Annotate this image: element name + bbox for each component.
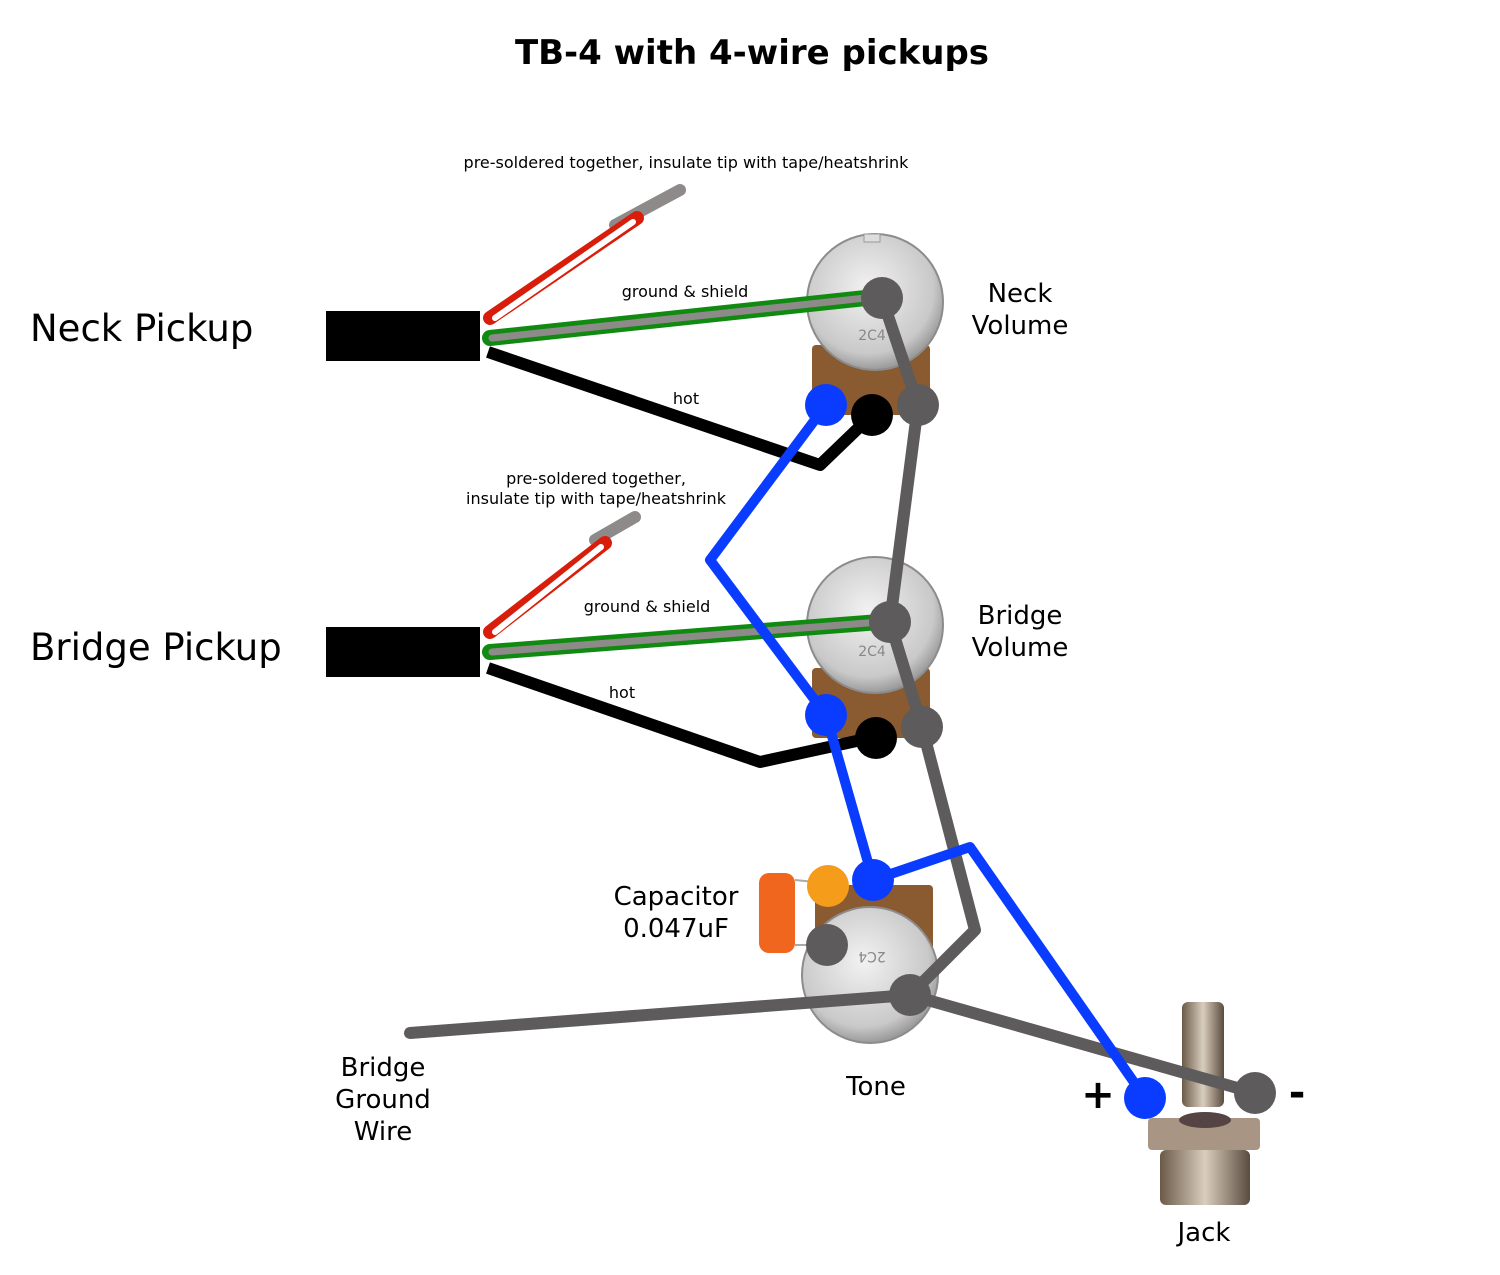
neck-pickup — [326, 184, 883, 471]
bridge-volume-label-1: Bridge — [978, 601, 1063, 631]
jack-plus-label: + — [1081, 1072, 1115, 1118]
neck-note: pre-soldered together, insulate tip with… — [464, 153, 910, 172]
pot-code: 2C4 — [858, 644, 886, 660]
solder-points — [805, 277, 1276, 1119]
neck-volume-label-1: Neck — [988, 279, 1053, 309]
pot-code: 2C4 — [858, 328, 886, 344]
bridge-ground-wire-label-2: Ground — [335, 1085, 431, 1115]
capacitor-label-1: Capacitor — [614, 882, 739, 912]
output-jack — [1148, 1002, 1260, 1205]
bridge-note-line2: insulate tip with tape/heatshrink — [466, 489, 727, 508]
neck-pickup-label: Neck Pickup — [30, 307, 253, 350]
diagram-title: TB-4 with 4-wire pickups — [515, 33, 989, 73]
bridge-pickup-label: Bridge Pickup — [30, 626, 282, 669]
signal-wires — [705, 400, 1150, 1103]
bridge-ground-wire-label-1: Bridge — [341, 1053, 426, 1083]
neck-hot-label: hot — [673, 389, 699, 408]
bridge-note-line1: pre-soldered together, — [506, 469, 686, 488]
bridge-volume-label-2: Volume — [972, 633, 1069, 663]
bridge-ground-label: ground & shield — [584, 597, 711, 616]
tone-label: Tone — [845, 1072, 906, 1102]
neck-volume-label-2: Volume — [972, 311, 1069, 341]
bridge-hot-label: hot — [609, 683, 635, 702]
capacitor-label-2: 0.047uF — [623, 914, 729, 944]
jack-minus-label: - — [1289, 1070, 1306, 1116]
pot-code: 2C4 — [858, 948, 886, 964]
bridge-pickup — [326, 511, 888, 768]
bridge-ground-wire-label-3: Wire — [354, 1117, 412, 1147]
jack-label: Jack — [1176, 1218, 1231, 1248]
neck-ground-label: ground & shield — [622, 282, 749, 301]
